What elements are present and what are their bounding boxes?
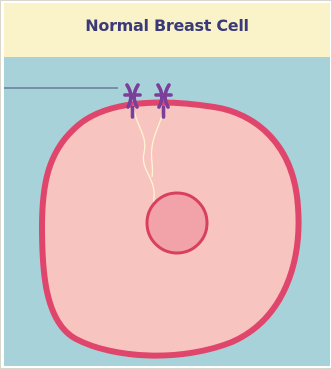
diagram-title: Normal Breast Cell [4,16,330,35]
cell-diagram [4,57,330,366]
title-banner: Normal Breast Cell [4,3,330,57]
diagram-scene [4,57,330,366]
nucleus [147,193,207,253]
